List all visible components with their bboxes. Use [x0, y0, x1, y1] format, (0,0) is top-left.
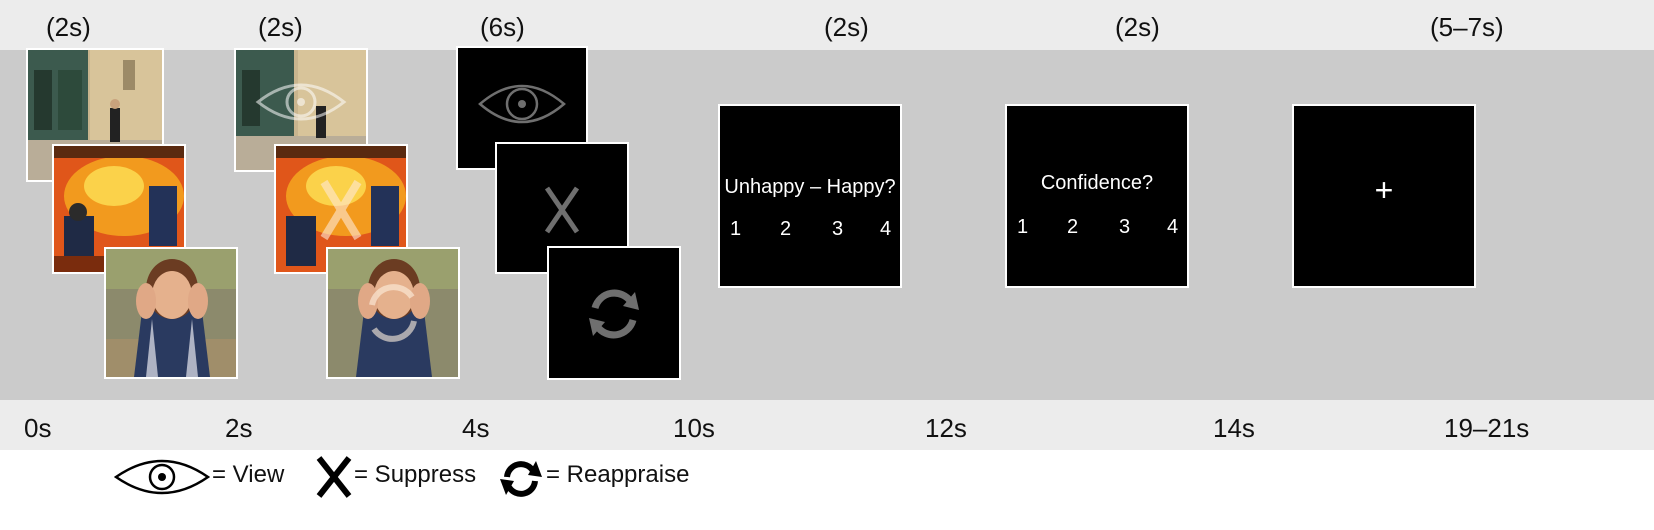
cued-photo-crying-woman-reappraise: [326, 247, 460, 379]
fixation-screen: +: [1292, 104, 1476, 288]
confidence-option-1: 1: [1017, 216, 1029, 238]
eye-icon: [255, 83, 347, 121]
duration-label-4: (2s): [824, 12, 869, 42]
duration-label-1: (2s): [46, 12, 91, 42]
timeline-tick-4s: 4s: [462, 413, 490, 443]
eye-icon: [478, 84, 566, 124]
rating-option-1: 1: [730, 218, 742, 240]
duration-band: [0, 0, 1654, 50]
eye-icon: [113, 459, 211, 495]
legend-suppress-icon: [316, 455, 352, 504]
cycle-arrows-icon: [589, 289, 639, 339]
timeline-tick-12s: 12s: [925, 413, 967, 443]
rating-question: Unhappy – Happy?: [724, 176, 896, 198]
timeline-tick-2s: 2s: [225, 413, 253, 443]
duration-label-3: (6s): [480, 12, 525, 42]
duration-label-2: (2s): [258, 12, 303, 42]
stimulus-photo-crying-woman: [104, 247, 238, 379]
confidence-option-2: 2: [1067, 216, 1079, 238]
x-icon: [316, 456, 352, 498]
stimulus-photo-street: [26, 48, 164, 182]
timeline-tick-0s: 0s: [24, 413, 52, 443]
legend-reappraise-icon: [498, 455, 544, 506]
timeline-tick-14s: 14s: [1213, 413, 1255, 443]
rating-option-2: 2: [780, 218, 792, 240]
timeline-band: [0, 400, 1654, 450]
confidence-question: Confidence?: [1040, 172, 1154, 194]
rating-option-4: 4: [880, 218, 892, 240]
x-icon: [320, 179, 362, 241]
fixation-cross: +: [1374, 172, 1394, 208]
confidence-option-3: 3: [1119, 216, 1131, 238]
legend-reappraise-label: = Reappraise: [546, 461, 690, 488]
legend-view-label: = View: [212, 461, 285, 488]
cycle-arrows-icon: [369, 284, 417, 342]
duration-label-5: (2s): [1115, 12, 1160, 42]
confidence-screen: Confidence? 1 2 3 4: [1005, 104, 1189, 288]
rating-option-3: 3: [832, 218, 844, 240]
cycle-arrows-icon: [500, 461, 542, 497]
x-icon: [544, 186, 580, 234]
duration-label-6: (5–7s): [1430, 12, 1504, 42]
confidence-option-4: 4: [1167, 216, 1179, 238]
cue-screen-reappraise: [547, 246, 681, 380]
legend-suppress-label: = Suppress: [354, 461, 477, 488]
timeline-tick-end: 19–21s: [1444, 413, 1530, 443]
rating-screen: Unhappy – Happy? 1 2 3 4: [718, 104, 902, 288]
timeline-tick-10s: 10s: [673, 413, 715, 443]
legend-view-icon: [113, 455, 211, 504]
